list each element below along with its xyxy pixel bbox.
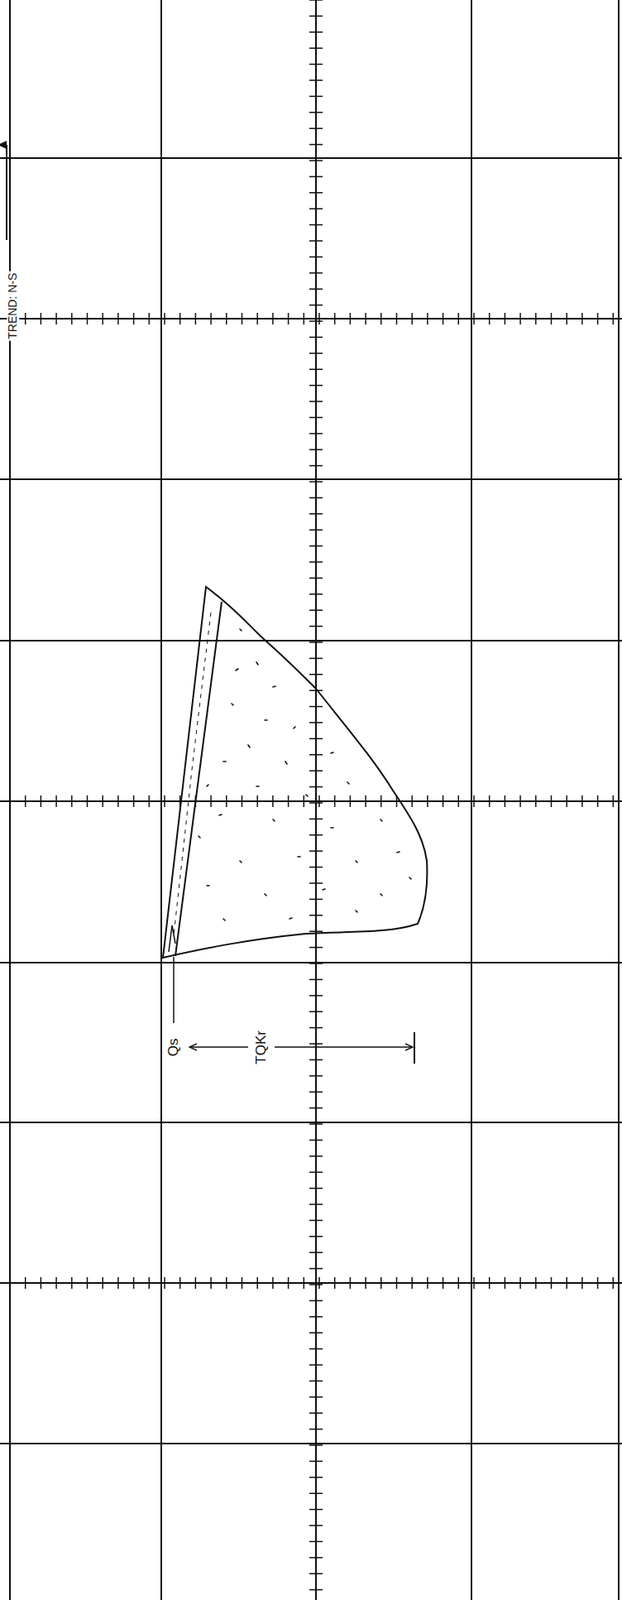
extent-arrow [274,1045,413,1048]
trend-label: TREND: N-S [6,271,20,341]
tqkr-unit [162,586,427,957]
scale-ticks [9,0,613,1589]
extent-arrow [189,1045,249,1048]
north-arrow [5,144,8,240]
leader-line [172,956,175,1023]
extent-bar [413,1031,416,1063]
qs-contact [175,601,222,956]
unit-label: TQKr [253,1028,270,1066]
qs-fill [168,924,176,952]
qs-fill [173,612,211,935]
sand-stipple [198,628,412,920]
unit-label: Qs [166,1035,182,1058]
